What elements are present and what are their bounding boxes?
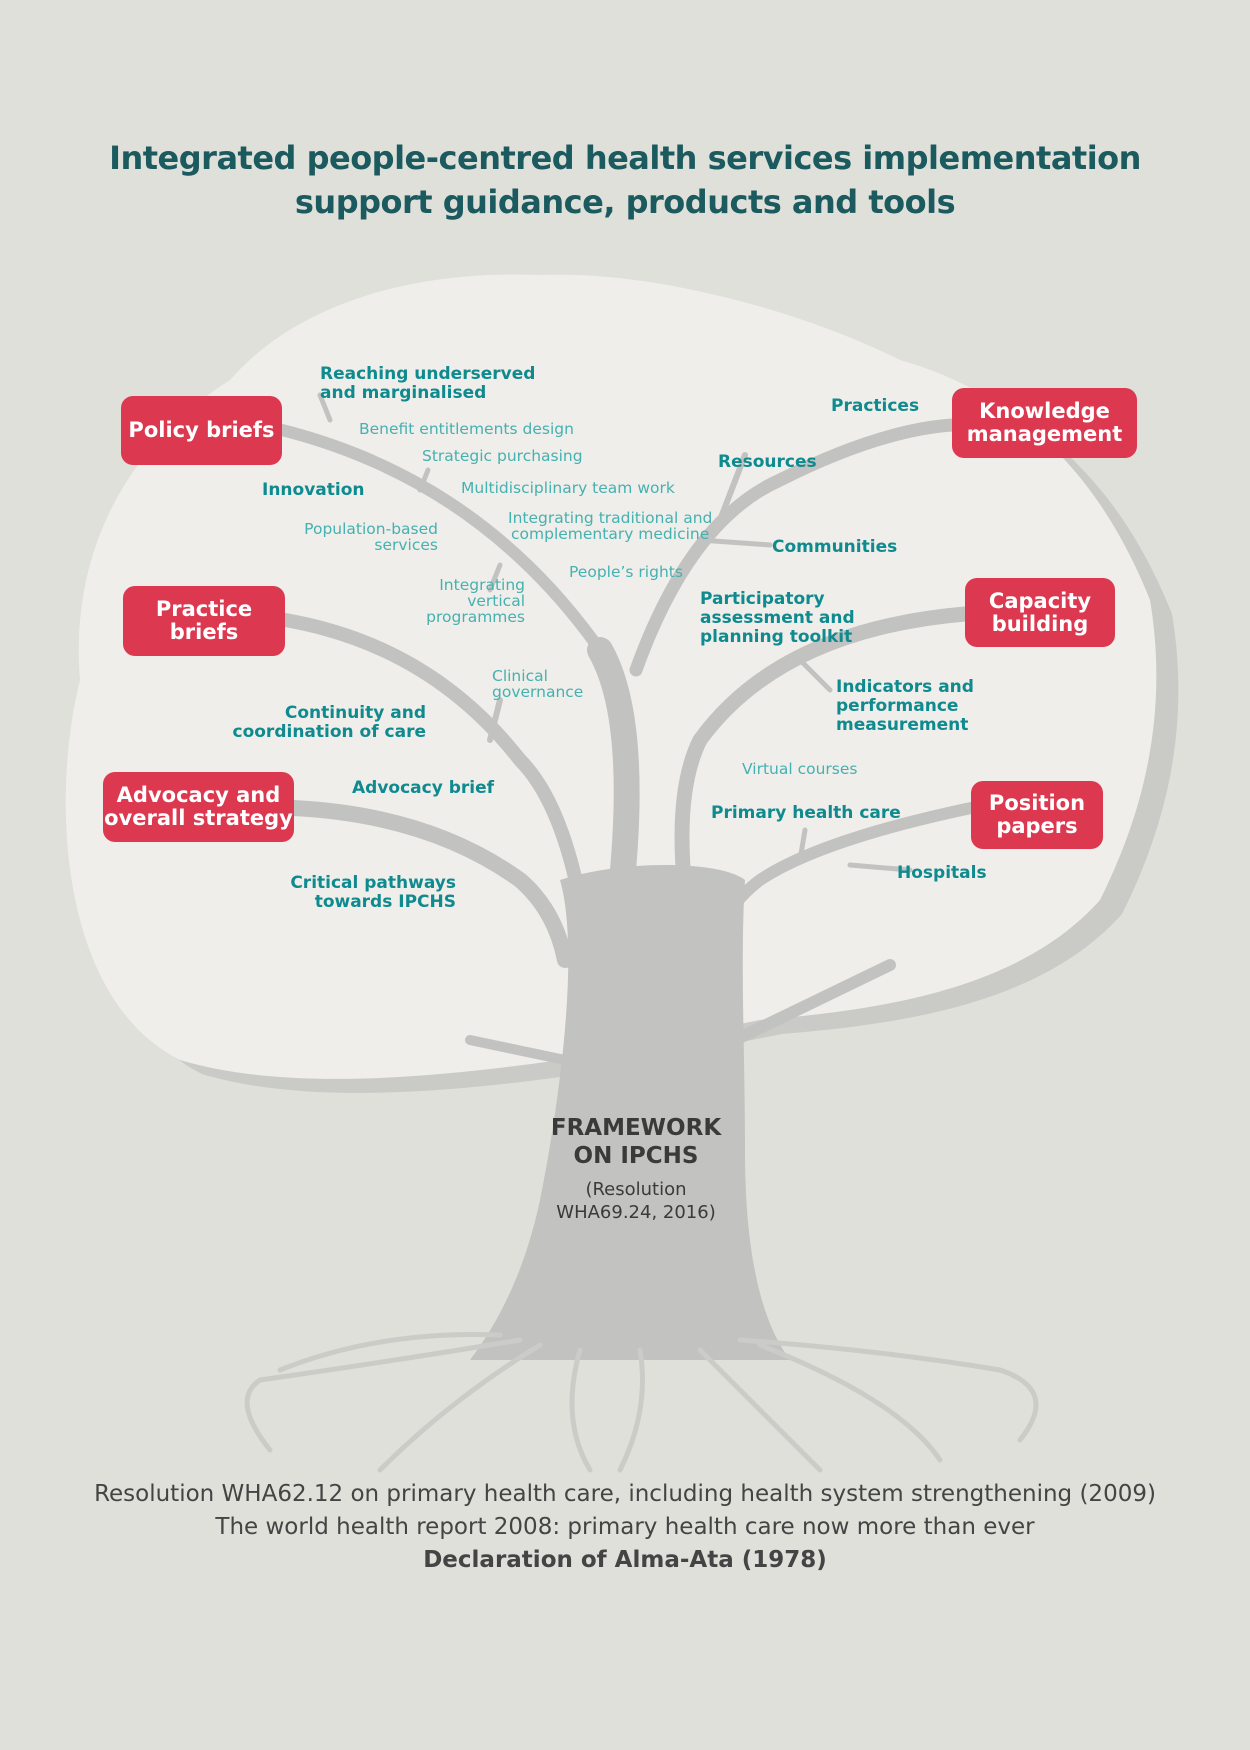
label-benefit: Benefit entitlements design bbox=[359, 420, 574, 438]
knowledge-line: management bbox=[966, 422, 1123, 446]
title-line-1: Integrated people-centred health service… bbox=[109, 139, 1141, 177]
branches bbox=[276, 392, 977, 1065]
policy-briefs-box: Policy briefs bbox=[121, 396, 282, 465]
position-line: Position bbox=[988, 791, 1086, 815]
knowledge-line: Knowledge bbox=[979, 399, 1110, 423]
label-advocacy-brief: Advocacy brief bbox=[352, 778, 495, 798]
title-line-2: support guidance, products and tools bbox=[294, 183, 956, 221]
footer-line-2: The world health report 2008: primary he… bbox=[215, 1514, 1035, 1540]
label-innovation: Innovation bbox=[262, 480, 365, 500]
label-resources: Resources bbox=[718, 452, 817, 472]
label-practices: Practices bbox=[831, 396, 920, 416]
label-communities: Communities bbox=[772, 537, 898, 557]
label-rights: People’s rights bbox=[569, 563, 683, 581]
label-hospitals: Hospitals bbox=[897, 863, 987, 883]
trunk bbox=[470, 865, 790, 1360]
footer-line-1: Resolution WHA62.12 on primary health ca… bbox=[94, 1481, 1156, 1507]
practice-briefs-line: briefs bbox=[169, 620, 239, 644]
position-line: papers bbox=[996, 814, 1078, 838]
footer-line-3: Declaration of Alma-Ata (1978) bbox=[423, 1547, 827, 1573]
label-phc: Primary health care bbox=[711, 803, 901, 823]
label-virtual: Virtual courses bbox=[742, 760, 858, 778]
roots bbox=[244, 1331, 1039, 1473]
practice-briefs-line: Practice bbox=[155, 597, 253, 621]
advocacy-line: overall strategy bbox=[104, 806, 293, 830]
capacity-line: Capacity bbox=[988, 588, 1092, 613]
label-strategic: Strategic purchasing bbox=[422, 447, 583, 465]
policy-briefs-label: Policy briefs bbox=[128, 418, 275, 442]
label-multidisciplinary: Multidisciplinary team work bbox=[461, 479, 675, 497]
advocacy-line: Advocacy and bbox=[116, 783, 281, 807]
page-title: Integrated people-centred health service… bbox=[0, 136, 1250, 224]
capacity-line: building bbox=[991, 611, 1089, 636]
